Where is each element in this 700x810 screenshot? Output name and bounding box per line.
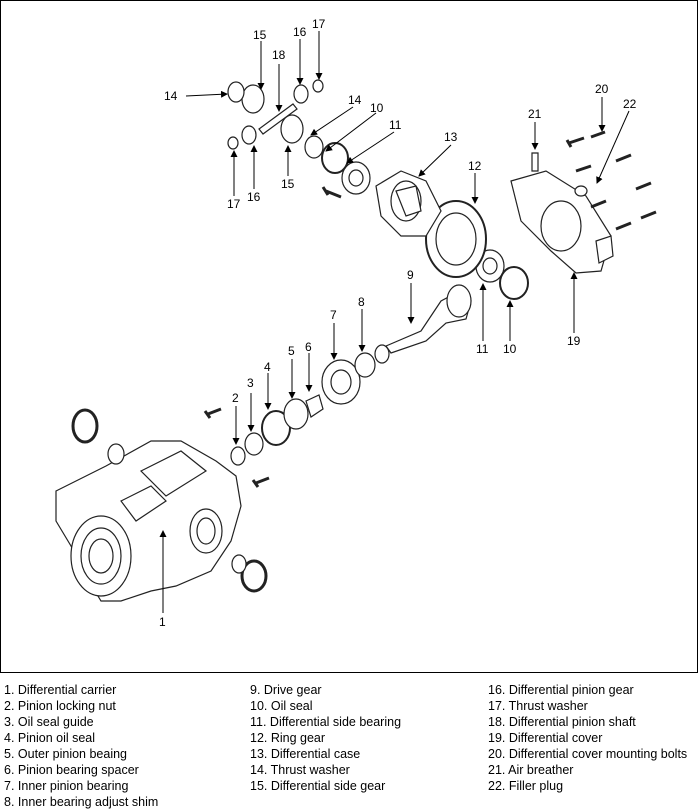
- callout-17-upper: 17: [312, 17, 326, 31]
- legend-item: 19. Differential cover: [488, 731, 603, 745]
- pinion-locking-nut-part: [230, 446, 246, 466]
- filler-plug-part: [574, 185, 588, 197]
- legend-item: 6. Pinion bearing spacer: [4, 763, 139, 777]
- drive-gear-part: [385, 284, 472, 354]
- pinion-bearing-spacer-part: [305, 394, 324, 418]
- legend-item: 4. Pinion oil seal: [4, 731, 96, 745]
- leader-lines: [159, 31, 630, 613]
- outer-pinion-bearing-part: [283, 398, 309, 430]
- cover-bolt-part: [635, 181, 652, 191]
- pinion-gear-part: [241, 125, 257, 145]
- legend-item: 20. Differential cover mounting bolts: [488, 747, 688, 761]
- legend-item: 7. Inner pinion bearing: [4, 779, 129, 793]
- legend-column-3: 16. Differential pinion gear 17. Thrust …: [488, 682, 687, 794]
- cover-bolt-part: [575, 164, 592, 173]
- thrust-washer-part: [304, 135, 324, 159]
- o-ring-part: [107, 443, 125, 465]
- air-breather-part: [531, 152, 539, 172]
- legend-item: 1. Differential carrier: [4, 683, 117, 697]
- callout-19: 19: [567, 334, 581, 348]
- side-gear-part: [241, 84, 265, 114]
- callout-18: 18: [272, 48, 286, 62]
- legend-item: 3. Oil seal guide: [4, 715, 94, 729]
- side-gear-part: [280, 114, 304, 144]
- cover-bolt-part: [640, 210, 657, 220]
- legend-item: 5. Outer pinion beaing: [4, 747, 128, 761]
- legend-item: 2. Pinion locking nut: [4, 699, 116, 713]
- pinion-shaft-part: [258, 103, 298, 135]
- callout-9: 9: [407, 268, 414, 282]
- cover-bolt-part: [615, 153, 632, 163]
- callout-15-upper: 15: [253, 28, 267, 42]
- callout-14-left: 14: [164, 89, 178, 103]
- bolt-part: [203, 407, 222, 419]
- callout-13: 13: [444, 130, 458, 144]
- callout-15-lower: 15: [281, 177, 295, 191]
- callout-17-lower: 17: [227, 197, 241, 211]
- legend-item: 10. Oil seal: [250, 699, 313, 713]
- callout-8: 8: [358, 295, 365, 309]
- legend-item: 22. Filler plug: [488, 779, 564, 793]
- thrust-washer-part: [227, 136, 239, 150]
- callout-16-lower: 16: [247, 190, 261, 204]
- bolt-part: [251, 476, 270, 488]
- legend-item: 17. Thrust washer: [488, 699, 588, 713]
- legend-item: 11. Differential side bearing: [250, 715, 402, 729]
- exploded-diagram: 1 2 3 4 5 6 7 8 9 10 10 11 11 12 13 14 1…: [0, 0, 698, 673]
- callout-12: 12: [468, 159, 482, 173]
- callout-16-upper: 16: [293, 25, 307, 39]
- thrust-washer-part: [227, 81, 245, 103]
- legend-item: 16. Differential pinion gear: [488, 683, 634, 697]
- pinion-oil-seal-part: [261, 410, 291, 446]
- callout-3: 3: [247, 376, 254, 390]
- callout-5: 5: [288, 344, 295, 358]
- side-oil-seal-part: [240, 559, 268, 593]
- legend-item: 18. Differential pinion shaft: [488, 715, 636, 729]
- thrust-washer-part: [312, 79, 324, 93]
- callout-11-lower: 11: [476, 342, 489, 356]
- cover-bolt-part: [565, 136, 585, 148]
- callout-numbers: 1 2 3 4 5 6 7 8 9 10 10 11 11 12 13 14 1…: [159, 17, 637, 629]
- callout-2: 2: [232, 391, 239, 405]
- callout-10-lower: 10: [503, 342, 517, 356]
- legend-column-1: 1. Differential carrier 2. Pinion lockin…: [4, 682, 158, 810]
- o-ring-part: [231, 554, 247, 574]
- callout-20: 20: [595, 82, 609, 96]
- legend-item: 21. Air breather: [488, 763, 574, 777]
- legend-item: 14. Thrust washer: [250, 763, 350, 777]
- adjust-shim-part: [374, 344, 390, 364]
- oil-seal-guide-part: [244, 432, 264, 456]
- callout-4: 4: [264, 360, 271, 374]
- differential-carrier-part: [55, 440, 242, 602]
- callout-7: 7: [330, 308, 337, 322]
- legend-item: 15. Differential side gear: [250, 779, 386, 793]
- oil-seal-part: [499, 266, 529, 300]
- legend-item: 13. Differential case: [250, 747, 361, 761]
- oil-seal-part: [321, 142, 349, 174]
- adjust-shim-part: [354, 352, 376, 378]
- callout-6: 6: [305, 340, 312, 354]
- callout-22: 22: [623, 97, 637, 111]
- legend-item: 12. Ring gear: [250, 731, 326, 745]
- cover-bolt-part: [590, 199, 607, 209]
- callout-10-upper: 10: [370, 101, 384, 115]
- legend-item: 9. Drive gear: [250, 683, 322, 697]
- legend-column-2: 9. Drive gear 10. Oil seal 11. Different…: [250, 682, 401, 794]
- callout-21: 21: [528, 107, 542, 121]
- cover-bolt-part: [590, 130, 606, 139]
- callout-14-right: 14: [348, 93, 362, 107]
- diagram-svg: 1 2 3 4 5 6 7 8 9 10 10 11 11 12 13 14 1…: [55, 17, 657, 629]
- bolt-part: [321, 186, 342, 199]
- callout-11-upper: 11: [389, 118, 402, 132]
- cover-bolt-part: [615, 221, 632, 231]
- callout-1: 1: [159, 615, 166, 629]
- front-oil-seal-part: [71, 408, 99, 444]
- differential-cover-part: [510, 170, 614, 274]
- differential-case-part: [375, 170, 442, 237]
- pinion-gear-part: [293, 84, 309, 104]
- legend-item: 8. Inner bearing adjust shim: [4, 795, 159, 809]
